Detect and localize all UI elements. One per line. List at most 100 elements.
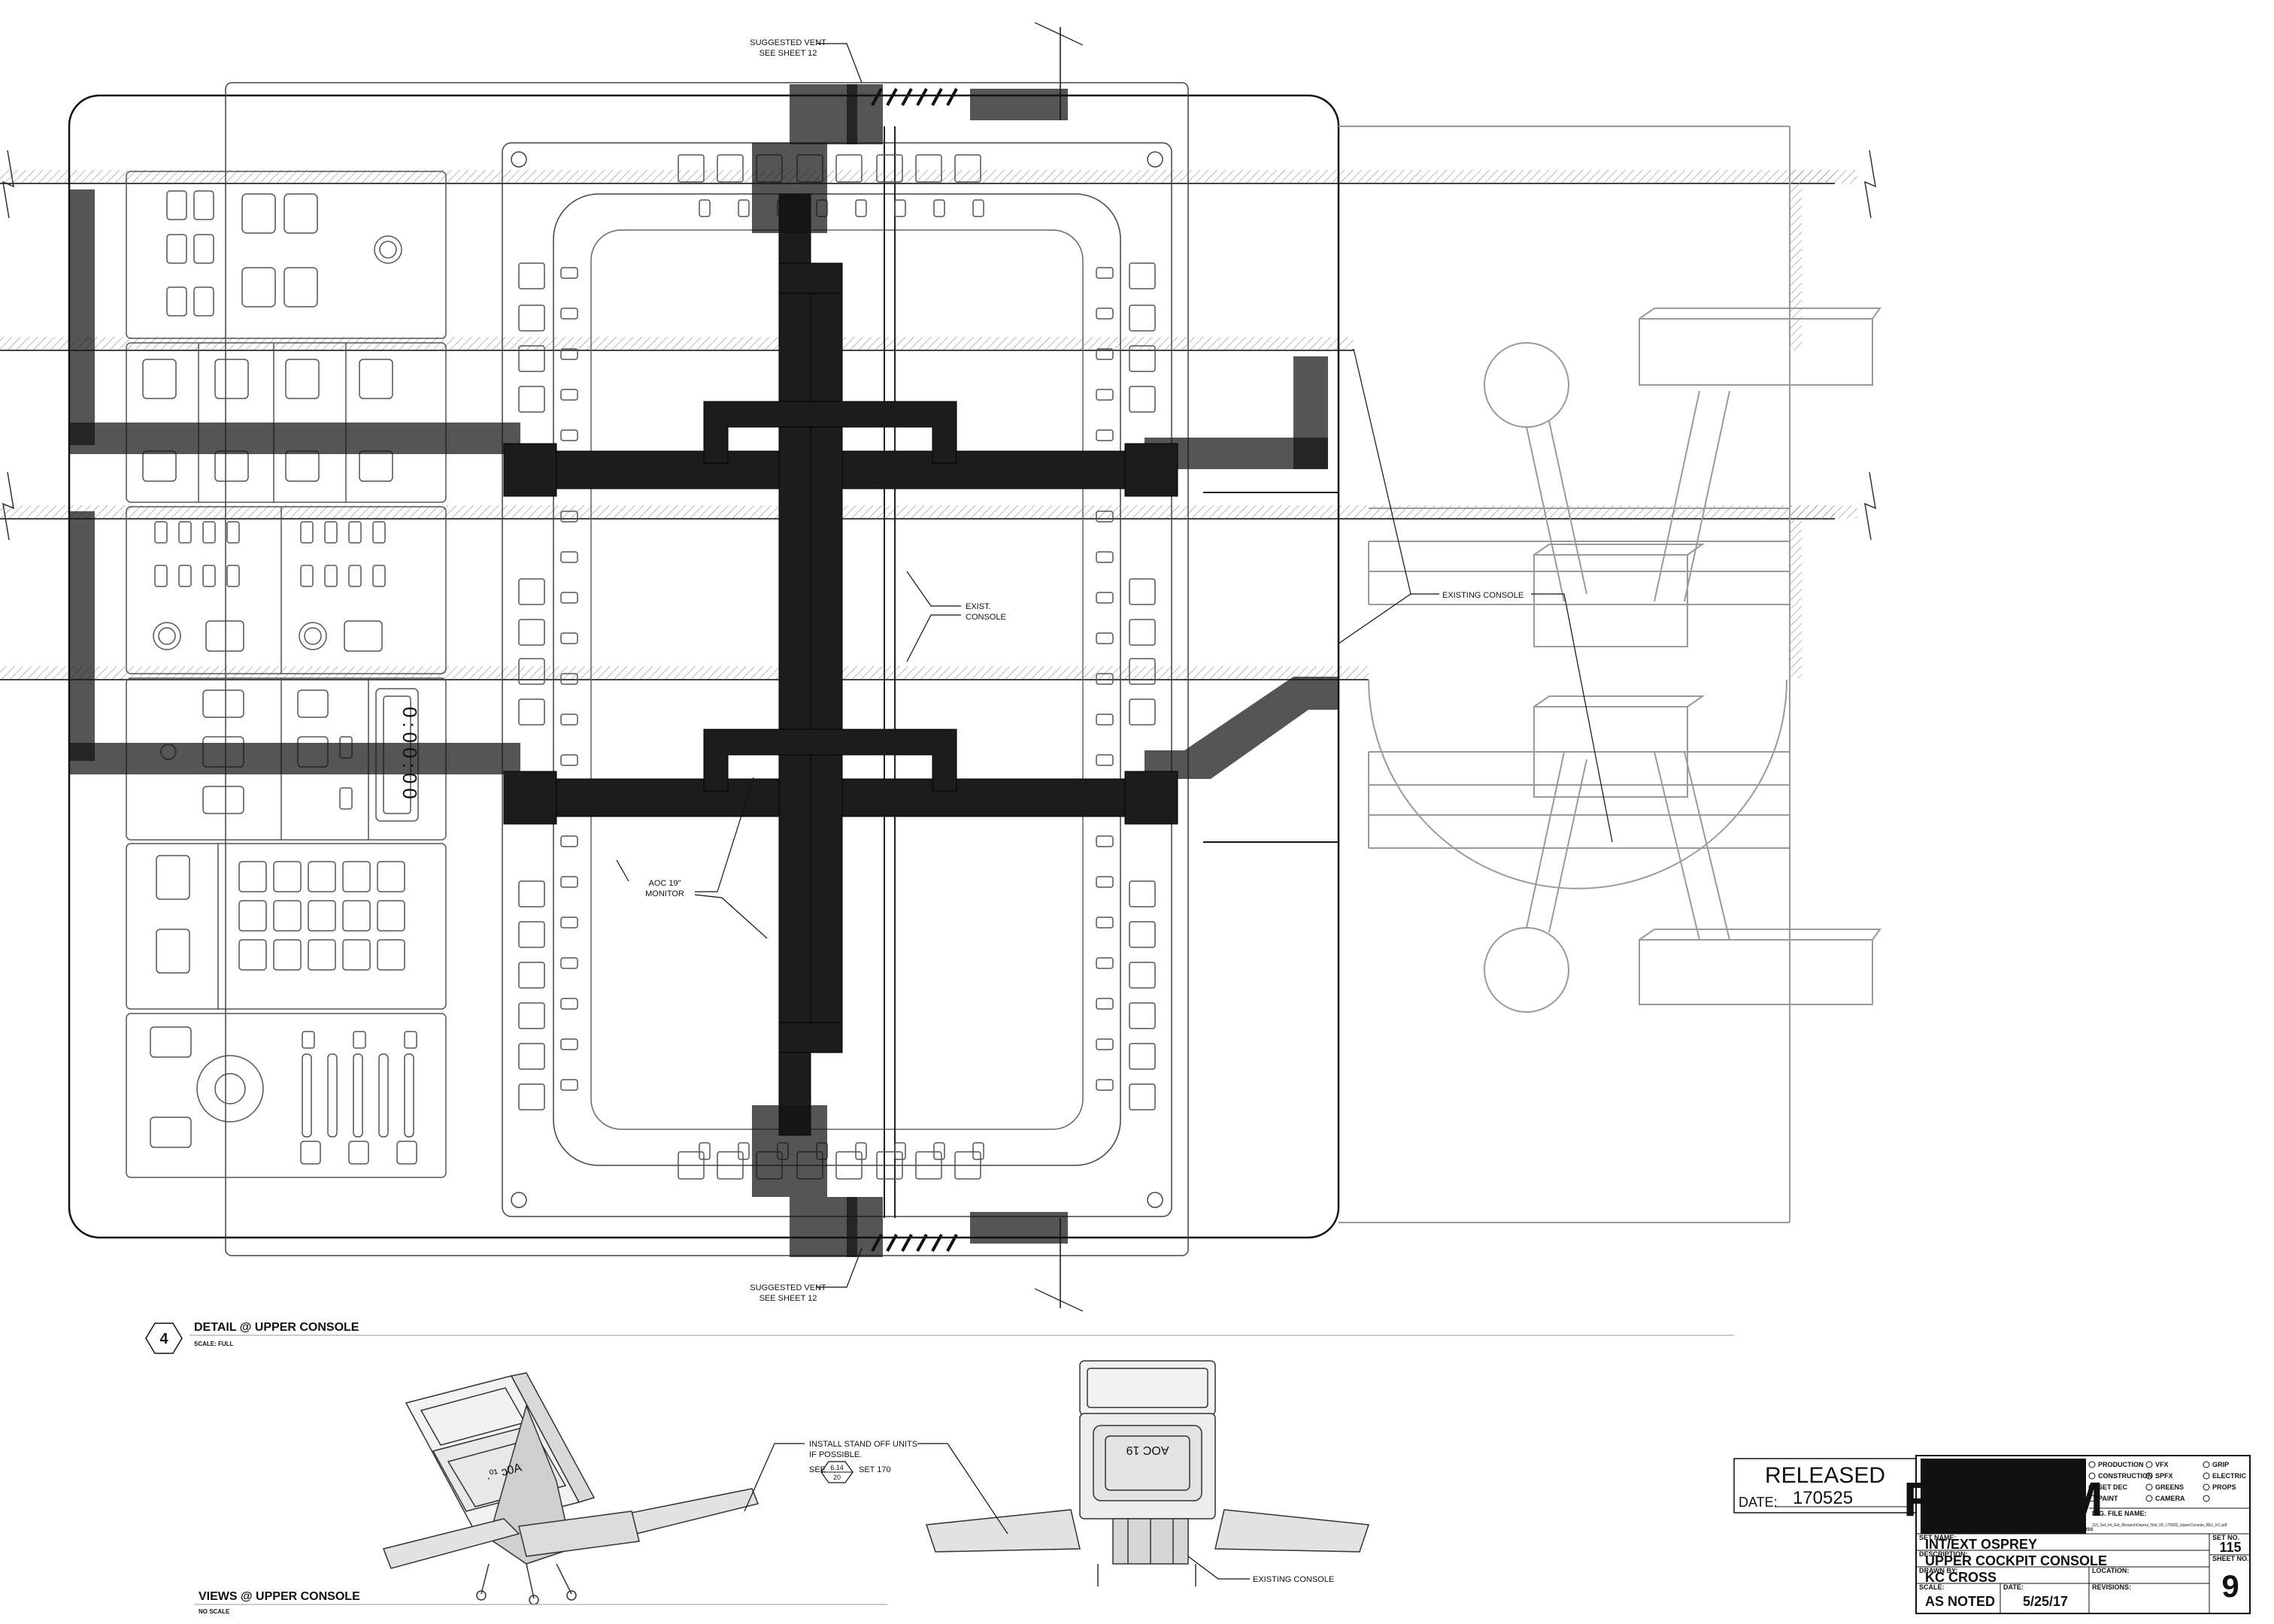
department-checkbox: [2203, 1483, 2210, 1491]
location-label: LOCATION:: [2092, 1567, 2129, 1574]
standoff-ref-top: 6.14: [830, 1464, 844, 1471]
existing-console-label: EXISTING CONSOLE: [1442, 591, 1524, 600]
monitor-button: [560, 348, 578, 360]
monitor-button: [518, 1083, 545, 1110]
department-label: ELECTRIC: [2212, 1472, 2247, 1480]
department-label: CAMERA: [2155, 1495, 2185, 1502]
vent-bottom-label-1: SUGGESTED VENT: [750, 1283, 826, 1292]
monitor-button: [560, 267, 578, 279]
monitor-button: [1096, 389, 1114, 401]
monitor-button: [1096, 551, 1114, 563]
views-title: VIEWS @ UPPER CONSOLE: [199, 1590, 360, 1603]
monitor-button: [678, 1151, 705, 1180]
date-value: 5/25/17: [2023, 1594, 2068, 1609]
iso-view-left: .⁰¹ ↄ0A: [382, 1372, 760, 1605]
monitor-button: [717, 1151, 744, 1180]
callouts: SUGGESTED VENT SEE SHEET 12 SUGGESTED VE…: [616, 38, 1613, 1303]
monitor-button: [954, 154, 981, 183]
existing-console: [1339, 126, 1881, 1223]
monitor-button: [933, 1142, 945, 1160]
department-checkbox: [2203, 1472, 2210, 1480]
detail-title: DETAIL @ UPPER CONSOLE: [194, 1321, 359, 1334]
sheet-no: 9: [2221, 1568, 2239, 1604]
dig-file-label: DIG. FILE NAME:: [2092, 1510, 2147, 1517]
standoff-label-1: INSTALL STAND OFF UNITS: [809, 1440, 917, 1449]
monitor-button: [518, 619, 545, 646]
set-name: INT/EXT OSPREY: [1925, 1537, 2037, 1552]
designer-credit: PROD. DESIGNER: SCOTT CHAMBLISS: [2008, 1528, 2093, 1532]
monitor-button: [738, 1142, 750, 1160]
monitor-button: [560, 876, 578, 888]
department-checkbox: [2145, 1461, 2153, 1468]
vent-top-label-2: SEE SHEET 12: [760, 49, 817, 58]
monitor-button: [699, 1142, 711, 1160]
monitor-button: [560, 551, 578, 563]
monitor-button: [1096, 1038, 1114, 1050]
monitor-button: [1129, 345, 1156, 372]
vent-top-label-1: SUGGESTED VENT: [750, 38, 826, 47]
monitor-button: [1096, 957, 1114, 969]
existing-console-bottom-label: EXISTING CONSOLE: [1253, 1575, 1334, 1584]
department-label: PRODUCTION: [2098, 1461, 2144, 1468]
monitor-button: [518, 962, 545, 989]
monitor-button: [560, 511, 578, 523]
standoff-ref-bottom: 20: [833, 1474, 841, 1481]
department-checkbox: [2145, 1472, 2153, 1480]
monitor-button: [835, 154, 863, 183]
monitor-button: [560, 835, 578, 847]
monitor-button: [1096, 429, 1114, 441]
set-no-label: SET NO.: [2212, 1534, 2239, 1541]
monitor-button: [1096, 592, 1114, 604]
monitor-button: [855, 1142, 867, 1160]
monitor-button: [1096, 917, 1114, 929]
monitor-button: [1096, 348, 1114, 360]
monitor-button: [1129, 386, 1156, 413]
monitor-button: [717, 154, 744, 183]
monitor-button: [1129, 658, 1156, 685]
monitor-button: [1096, 835, 1114, 847]
department-label: SET DEC: [2098, 1483, 2128, 1491]
standoff-label-2: IF POSSIBLE.: [809, 1450, 862, 1459]
monitor-button: [1129, 1002, 1156, 1029]
description-label: DESCRIPTION:: [1919, 1550, 1968, 1558]
monitor-button: [1096, 267, 1114, 279]
monitor-button: [738, 199, 750, 217]
detail-scale: SCALE: FULL: [194, 1341, 234, 1347]
monitor-button: [1129, 880, 1156, 907]
monitor-button: [518, 262, 545, 289]
monitor-button: [560, 1079, 578, 1091]
department-checkbox: [2088, 1483, 2096, 1491]
department-label: PROPS: [2212, 1483, 2236, 1491]
monitor-button: [915, 154, 942, 183]
monitor-button: [1096, 998, 1114, 1010]
set-no: 115: [2219, 1540, 2241, 1555]
monitor-button: [560, 754, 578, 766]
fathom-logo: FATHOM: [1903, 1472, 2103, 1526]
monitor-button: [560, 957, 578, 969]
department-label: CONSTRUCTION: [2098, 1472, 2153, 1480]
monitor-button: [560, 592, 578, 604]
monitor-button: [1129, 619, 1156, 646]
monitor-button: [1129, 698, 1156, 726]
sheet-no-label: SHEET NO.: [2212, 1555, 2249, 1562]
released-stamp: RELEASED DATE: 170525: [1733, 1458, 1917, 1513]
department-checkbox: [2088, 1495, 2096, 1502]
monitor-button: [876, 1151, 903, 1180]
monitor-button: [835, 1151, 863, 1180]
monitor-button: [518, 345, 545, 372]
monitor-button: [1096, 876, 1114, 888]
exist-console-label-1: EXIST.: [966, 602, 991, 611]
date-label: DATE:: [2003, 1583, 2024, 1591]
revisions-label: REVISIONS:: [2092, 1583, 2131, 1591]
department-checkbox: [2203, 1461, 2210, 1468]
standoff-set: SET 170: [859, 1465, 891, 1474]
monitor-button: [1129, 921, 1156, 948]
monitor-button: [518, 1002, 545, 1029]
monitor-button: [1129, 1043, 1156, 1070]
monitor-button: [560, 632, 578, 644]
vent-bottom-label-2: SEE SHEET 12: [760, 1294, 817, 1303]
svg-text:AOC 19: AOC 19: [1126, 1444, 1169, 1456]
views-header: VIEWS @ UPPER CONSOLE NO SCALE: [194, 1590, 887, 1615]
monitor-button: [972, 199, 984, 217]
department-label: GRIP: [2212, 1461, 2229, 1468]
